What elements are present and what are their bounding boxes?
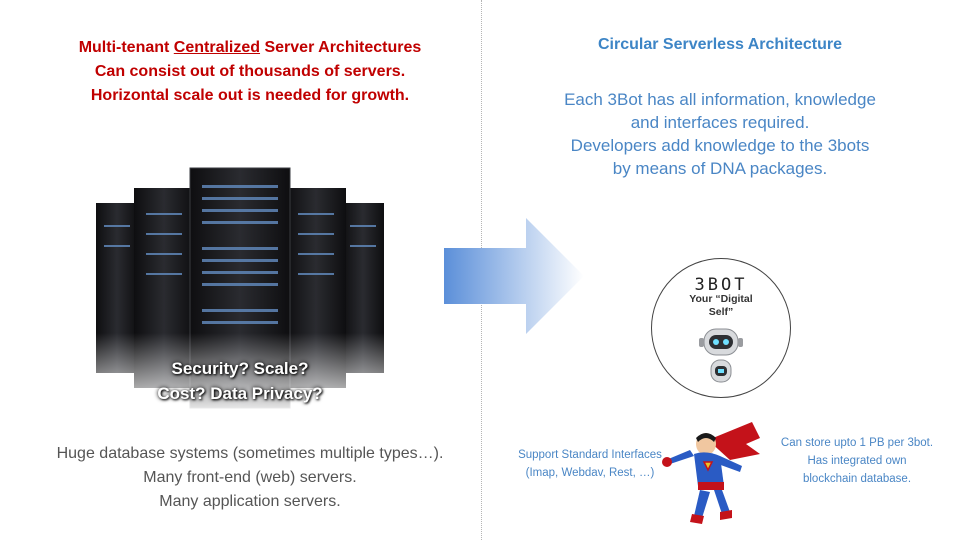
storage-note: Can store upto 1 PB per 3bot. Has integr… [766, 434, 948, 488]
server-rack-icon [90, 163, 390, 418]
support-line1: Support Standard Interfaces [518, 449, 662, 461]
store-line1: Can store upto 1 PB per 3bot. [780, 437, 934, 449]
footer-line2: Many front-end (web) servers. [143, 469, 357, 486]
desc-line4: by means of DNA packages. [612, 159, 828, 178]
left-heading-line2: Can consist out of thousands of servers. [94, 63, 406, 80]
left-heading: Multi-tenant Centralized Server Architec… [20, 36, 480, 108]
digital-self-badge: 3BOT Your “Digital Self” [651, 258, 791, 398]
left-heading-line3: Horizontal scale out is needed for growt… [90, 87, 410, 104]
left-footer: Huge database systems (sometimes multipl… [20, 442, 480, 514]
transition-arrow-icon [444, 218, 584, 343]
support-line2: (Imap, Webdav, Rest, …) [525, 467, 655, 479]
footer-line1: Huge database systems (sometimes multipl… [56, 445, 444, 462]
right-heading: Circular Serverless Architecture [598, 36, 842, 53]
tagline-line1: Your “Digital [689, 293, 753, 305]
left-heading-line1: Multi-tenant Centralized Server Architec… [20, 36, 480, 60]
tagline-line2: Self” [708, 306, 734, 318]
right-description: Each 3Bot has all information, knowledge… [500, 88, 940, 180]
desc-line2: and interfaces required. [630, 113, 810, 132]
caption-line1: Security? Scale? [171, 359, 309, 378]
desc-line1: Each 3Bot has all information, knowledge [564, 90, 876, 109]
heading-suffix: Server Architectures [260, 39, 422, 56]
store-line2: Has integrated own [807, 455, 907, 467]
bot-tagline: Your “Digital Self” [652, 293, 790, 319]
support-interfaces-note: Support Standard Interfaces (Imap, Webda… [500, 446, 680, 482]
superhero-icon [660, 420, 770, 530]
heading-prefix: Multi-tenant [78, 39, 174, 56]
store-line3: blockchain database. [802, 473, 912, 485]
heading-emphasis: Centralized [173, 39, 261, 56]
bot-logo: 3BOT [694, 275, 748, 295]
image-caption: Security? Scale? Cost? Data Privacy? [90, 356, 390, 406]
robot-icon [694, 325, 748, 392]
caption-line2: Cost? Data Privacy? [157, 384, 323, 403]
desc-line3: Developers add knowledge to the 3bots [570, 136, 870, 155]
footer-line3: Many application servers. [159, 493, 341, 510]
